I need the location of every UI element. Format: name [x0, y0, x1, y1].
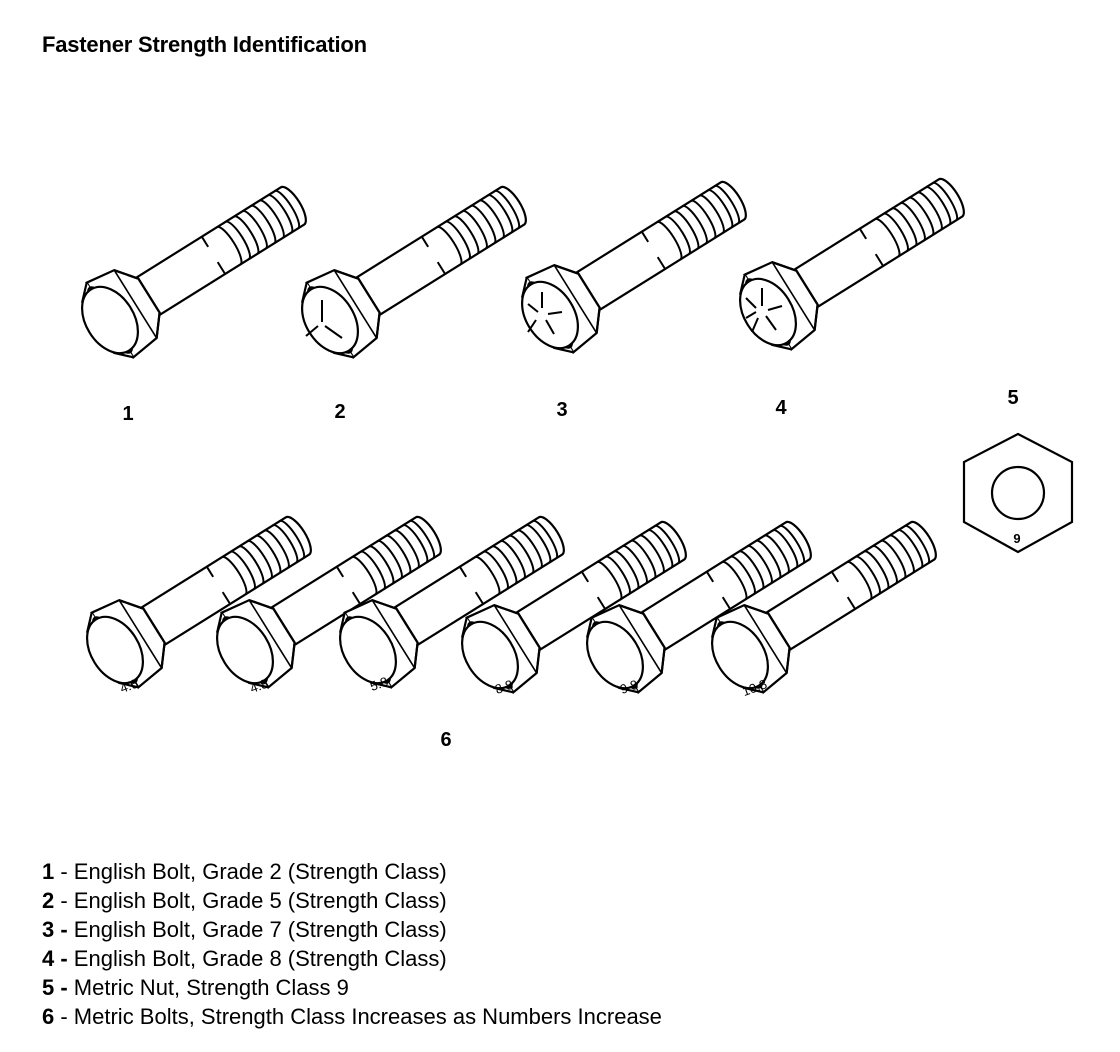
bolt-grade-7 [510, 158, 764, 363]
bolt-grade-8-marks [745, 288, 783, 333]
callout-2: 2 [334, 401, 345, 423]
page-title: Fastener Strength Identification [42, 32, 367, 57]
bolt-grade-5-marks [305, 300, 343, 339]
callout-6: 6 [440, 729, 451, 751]
legend-text: Metric Nut, Strength Class 9 [67, 975, 349, 1000]
callout-4: 4 [775, 397, 787, 419]
metric-nut [962, 432, 1074, 554]
legend-item: 6 - Metric Bolts, Strength Class Increas… [42, 1002, 662, 1031]
metric-bolt-9-8 [575, 498, 829, 703]
metric-bolt-4-8 [205, 493, 459, 698]
callout-3: 3 [556, 399, 567, 421]
bolt-grade-8 [728, 155, 982, 360]
legend-number: 1 [42, 859, 55, 884]
bolt-grade-7-marks [527, 292, 563, 335]
legend-number: 2 [42, 888, 55, 913]
bolt-grade-5 [290, 163, 544, 368]
metric-mark-4-6: 4.6 [118, 676, 140, 696]
callout-5: 5 [1007, 387, 1018, 409]
legend-text: - Metric Bolts, Strength Class Increases… [54, 1004, 662, 1029]
legend-item: 5 - Metric Nut, Strength Class 9 [42, 973, 662, 1002]
legend-text: English Bolt, Grade 7 (Strength Class) [67, 917, 447, 942]
legend-item: 1 - English Bolt, Grade 2 (Strength Clas… [42, 857, 662, 886]
bolt-grade-2 [70, 163, 324, 368]
metric-mark-5-8: 5.8 [368, 674, 390, 694]
legend-number: 6 [42, 1004, 55, 1029]
legend-text: - English Bolt, Grade 5 (Strength Class) [54, 888, 447, 913]
metric-mark-4-8: 4.8 [248, 676, 270, 696]
legend-item: 2 - English Bolt, Grade 5 (Strength Clas… [42, 886, 662, 915]
metric-nut-mark: 9 [1013, 531, 1020, 546]
legend-item: 4 - English Bolt, Grade 8 (Strength Clas… [42, 944, 662, 973]
metric-mark-9-8: 9.8 [618, 677, 640, 697]
callout-1: 1 [122, 403, 133, 425]
legend: 1 - English Bolt, Grade 2 (Strength Clas… [42, 857, 662, 1031]
metric-mark-8-8: 8.8 [493, 677, 515, 697]
legend-text: - English Bolt, Grade 2 (Strength Class) [54, 859, 447, 884]
legend-number: 3 - [42, 917, 68, 942]
legend-item: 3 - English Bolt, Grade 7 (Strength Clas… [42, 915, 662, 944]
legend-number: 4 - [42, 946, 68, 971]
metric-bolt-4-6 [75, 493, 329, 698]
legend-number: 5 - [42, 975, 68, 1000]
legend-text: English Bolt, Grade 8 (Strength Class) [67, 946, 447, 971]
metric-bolt-5-8 [328, 493, 582, 698]
metric-bolt-10-8 [700, 498, 954, 703]
metric-bolt-8-8 [450, 498, 704, 703]
